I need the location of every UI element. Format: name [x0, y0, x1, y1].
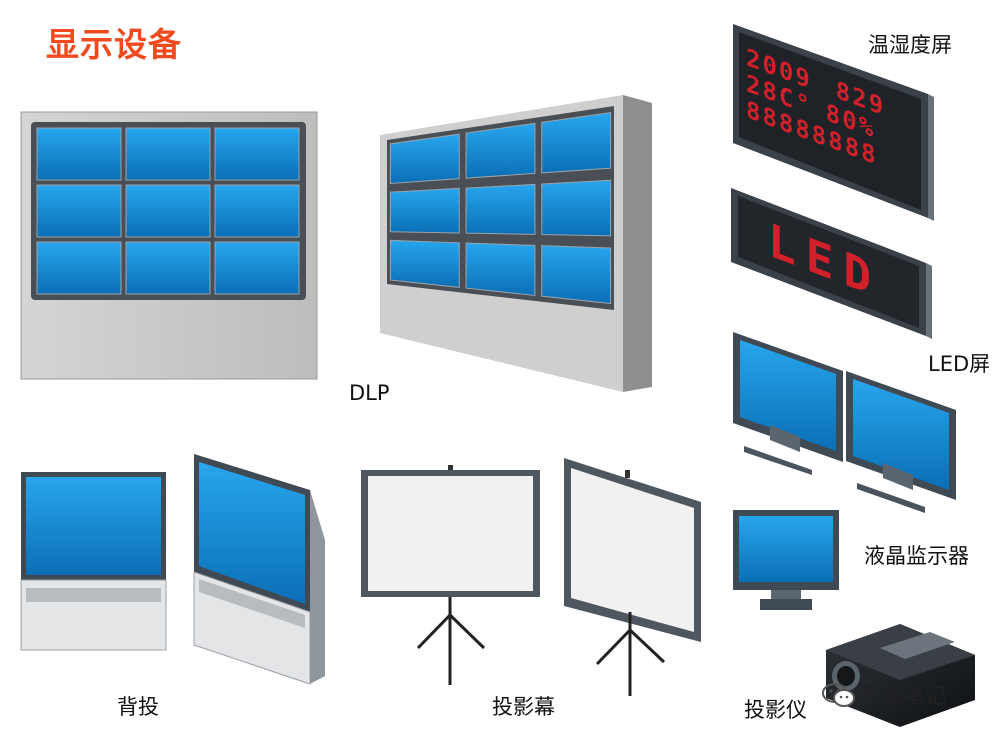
wall-tile	[36, 241, 122, 295]
wechat-icon	[822, 682, 856, 708]
label-lcd: 液晶监示器	[864, 544, 969, 568]
label-dlp: DLP	[349, 381, 390, 405]
wall-tile	[125, 127, 211, 181]
wall-tile	[389, 239, 460, 288]
wall-tile	[36, 127, 122, 181]
label-led: LED屏	[928, 352, 991, 376]
wall-tile	[541, 179, 612, 237]
projection-screen-front	[361, 465, 540, 685]
rear-projection-tv-angled	[193, 454, 325, 685]
wall-tile	[389, 187, 460, 234]
watermark-text: 弱电笔记	[862, 684, 946, 708]
wall-tile	[36, 184, 122, 238]
label-rear-projection: 背投	[117, 695, 159, 719]
wall-tile	[214, 127, 300, 181]
dual-lcd-monitors	[733, 332, 956, 513]
wall-tile	[541, 112, 612, 174]
label-projection-screen: 投影幕	[492, 695, 555, 719]
wall-tile	[214, 241, 300, 295]
projector	[826, 624, 975, 727]
wall-tile	[465, 183, 536, 235]
video-wall-perspective	[380, 95, 652, 392]
wall-tile	[389, 133, 460, 184]
label-temp-humidity: 温湿度屏	[868, 33, 952, 57]
led-display	[731, 188, 932, 339]
wall-tile	[465, 242, 536, 297]
watermark: 弱电笔记	[822, 680, 946, 710]
page-title: 显示设备	[46, 25, 182, 64]
wall-tile	[465, 122, 536, 179]
wall-tile	[125, 184, 211, 238]
rear-projection-tv-front	[20, 472, 167, 651]
label-projector: 投影仪	[744, 698, 807, 722]
lcd-monitor	[733, 510, 839, 610]
video-wall-flat	[20, 111, 318, 380]
wall-tile	[541, 245, 612, 305]
wall-tile	[214, 184, 300, 238]
temp-humidity-display	[733, 24, 934, 221]
projection-screen-angled	[564, 458, 701, 696]
wall-tile	[125, 241, 211, 295]
